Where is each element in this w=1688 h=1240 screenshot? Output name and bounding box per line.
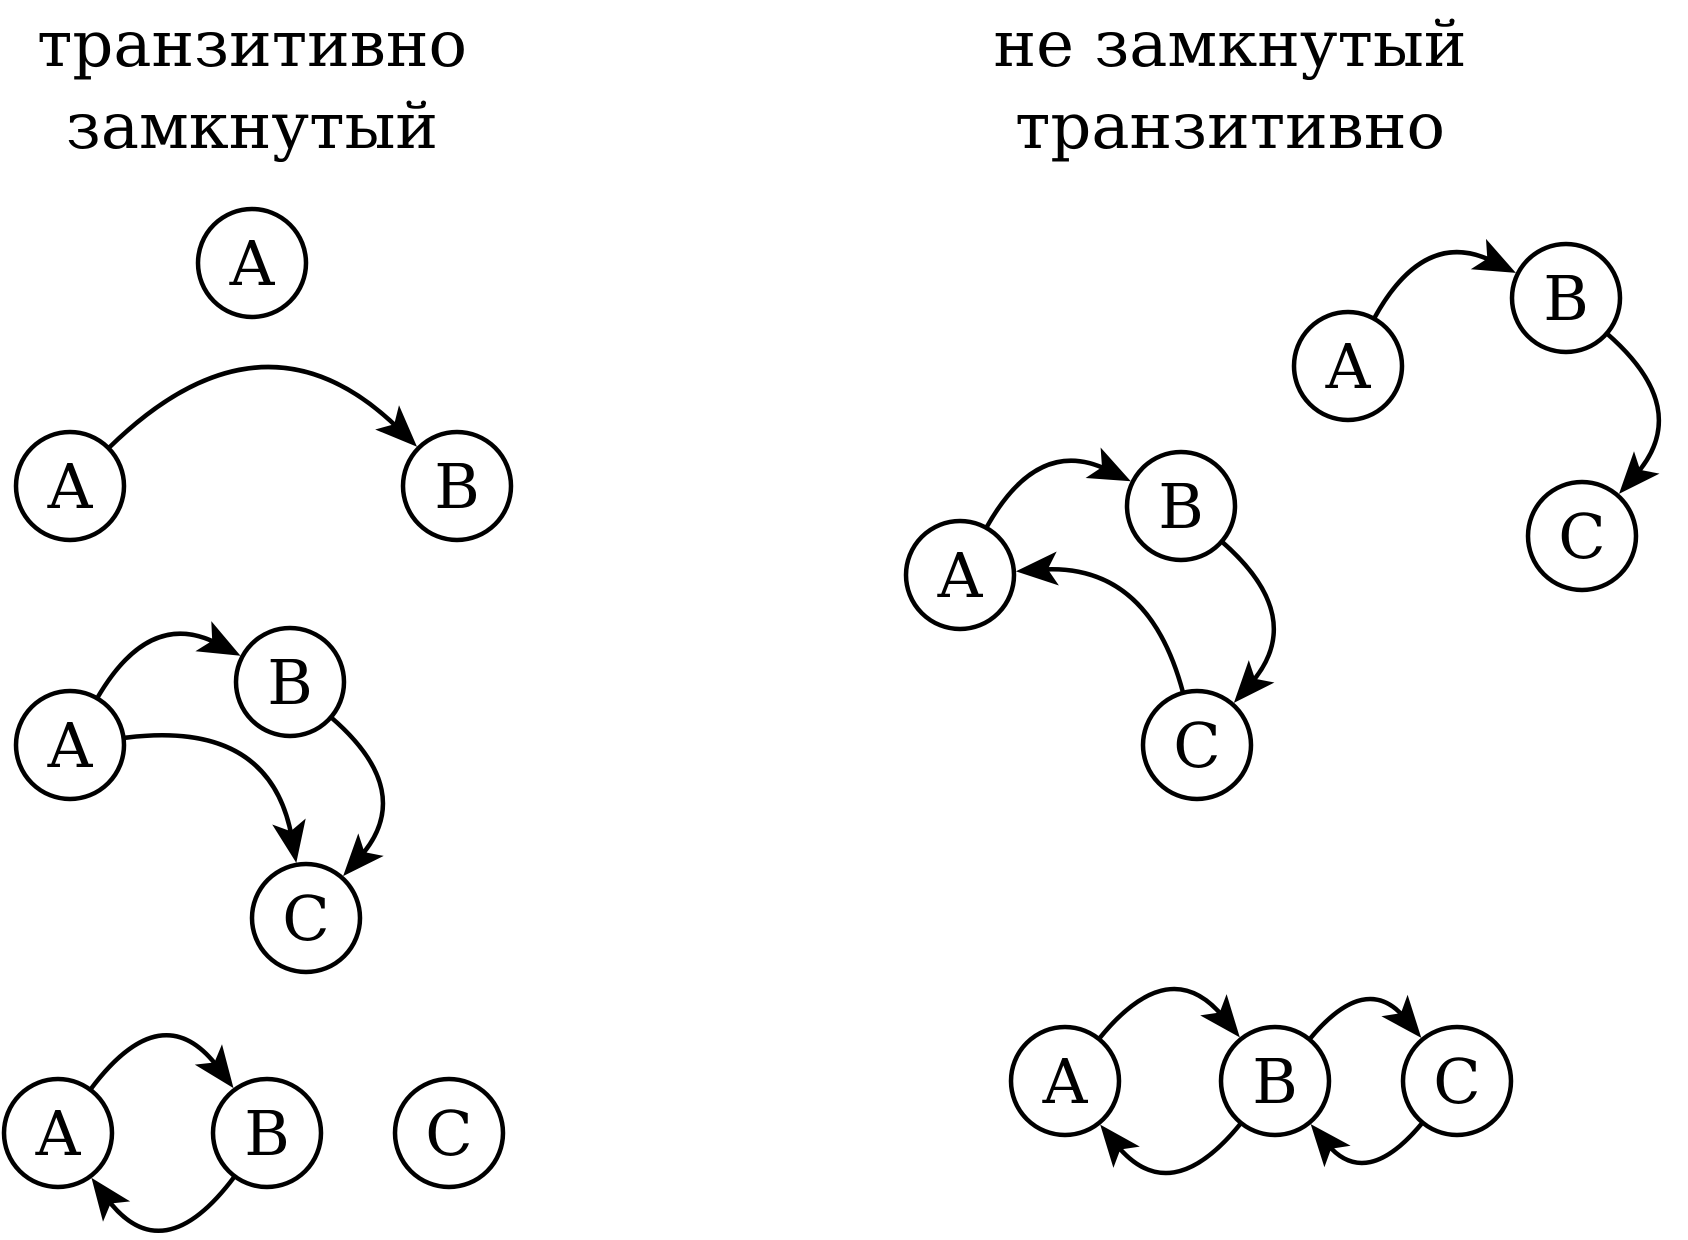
right-heading-line2: транзитивно [1015, 90, 1445, 164]
node-l4-B: B [210, 1076, 324, 1190]
edge-l3-B-to-C [329, 715, 386, 859]
arrowhead-r3-C-to-B [1310, 1124, 1351, 1168]
edge-l3-A-to-C [123, 733, 295, 839]
node-label-r1-B: B [1543, 262, 1589, 335]
edge-l4-B-to-A [104, 1174, 237, 1234]
arrowhead-r1-A-to-B [1470, 238, 1516, 273]
edge-r2-C-to-A [1040, 567, 1186, 694]
node-circle-r3-A [1008, 1024, 1122, 1138]
edge-r2-B-to-C [1220, 539, 1276, 686]
left-heading-line2: замкнутый [66, 90, 438, 164]
arrowhead-l2-A-to-B [375, 405, 417, 447]
graph-l4: A B C [1, 1032, 506, 1234]
node-circle-l2-A [13, 429, 127, 543]
node-circle-l3-A [13, 688, 127, 802]
node-label-r2-C: C [1173, 709, 1220, 782]
node-l2-A: A [13, 429, 127, 543]
node-label-r3-B: B [1252, 1045, 1298, 1118]
node-label-r1-A: A [1325, 330, 1372, 403]
edge-l2-A-to-B [106, 364, 401, 450]
node-r2-B: B [1124, 449, 1238, 563]
node-circle-r3-B [1218, 1024, 1332, 1138]
node-circle-l4-B [210, 1076, 324, 1190]
arrowhead-r3-A-to-B [1200, 994, 1240, 1038]
node-circle-l1-A [195, 206, 309, 320]
node-l2-B: B [400, 429, 514, 543]
node-label-r2-B: B [1158, 470, 1204, 543]
node-label-l4-C: C [425, 1097, 472, 1170]
arrowhead-r3-B-to-C [1381, 994, 1422, 1038]
node-circle-l2-B [400, 429, 514, 543]
node-r1-B: B [1509, 241, 1623, 355]
node-circle-r1-B [1509, 241, 1623, 355]
node-circle-l4-C [392, 1076, 506, 1190]
arrowhead-r2-A-to-B [1085, 447, 1131, 482]
node-circle-l3-B [233, 625, 347, 739]
node-circle-l4-A [1, 1076, 115, 1190]
node-r2-A: A [903, 518, 1017, 632]
node-label-l4-A: A [35, 1097, 82, 1170]
node-label-r3-A: A [1042, 1045, 1089, 1118]
node-label-l3-C: C [282, 882, 329, 955]
arrowhead-r1-B-to-C [1619, 451, 1660, 494]
node-circle-r2-B [1124, 449, 1238, 563]
node-l4-A: A [1, 1076, 115, 1190]
node-label-r3-C: C [1433, 1045, 1480, 1118]
arrowhead-l3-A-to-C [272, 818, 306, 863]
arrowhead-r2-C-to-A [1015, 551, 1059, 586]
node-l3-B: B [233, 625, 347, 739]
edge-r3-C-to-B [1325, 1121, 1425, 1166]
node-r3-B: B [1218, 1024, 1332, 1138]
edge-l3-A-to-B [95, 631, 220, 700]
node-l4-C: C [392, 1076, 506, 1190]
node-circle-r3-C [1400, 1024, 1514, 1138]
graph-r2: A B C [903, 447, 1276, 802]
node-r3-C: C [1400, 1024, 1514, 1138]
node-circle-l3-C [249, 861, 363, 975]
node-l3-C: C [249, 861, 363, 975]
node-circle-r1-C [1525, 479, 1639, 593]
node-label-l2-B: B [434, 450, 480, 523]
node-label-l1-A: A [229, 227, 276, 300]
edge-r1-A-to-B [1372, 250, 1495, 320]
edge-r2-A-to-B [984, 458, 1110, 529]
node-label-l3-A: A [47, 709, 94, 782]
right-heading-line1: не замкнутый [993, 8, 1466, 82]
node-label-l3-B: B [267, 646, 313, 719]
node-r3-A: A [1008, 1024, 1122, 1138]
node-circle-r2-A [903, 518, 1017, 632]
graph-l1: A [195, 206, 309, 320]
arrowhead-l3-A-to-B [195, 621, 241, 656]
node-r1-C: C [1525, 479, 1639, 593]
arrowhead-l3-B-to-C [343, 833, 384, 877]
node-circle-r1-A [1291, 309, 1405, 423]
node-circle-r2-C [1140, 688, 1254, 802]
graph-l3: A B C [13, 621, 386, 975]
node-l1-A: A [195, 206, 309, 320]
edge-r3-A-to-B [1097, 986, 1226, 1041]
node-r1-A: A [1291, 309, 1405, 423]
graph-r3: A B C [1008, 986, 1514, 1176]
node-r2-C: C [1140, 688, 1254, 802]
edge-r3-B-to-C [1307, 996, 1407, 1041]
edge-r3-B-to-A [1114, 1121, 1243, 1176]
edge-r1-B-to-C [1605, 331, 1662, 477]
edge-l4-A-to-B [88, 1032, 221, 1092]
node-label-r2-A: A [937, 539, 984, 612]
arrowhead-l4-B-to-A [91, 1177, 131, 1222]
left-heading-line1: транзитивно [37, 8, 467, 82]
graph-r1: A B C [1291, 238, 1662, 593]
node-label-l4-B: B [244, 1097, 290, 1170]
node-l3-A: A [13, 688, 127, 802]
arrowhead-r3-B-to-A [1100, 1124, 1140, 1168]
node-label-l2-A: A [47, 450, 94, 523]
node-label-r1-C: C [1558, 500, 1605, 573]
arrowhead-l4-A-to-B [194, 1044, 234, 1089]
arrowhead-r2-B-to-C [1233, 660, 1275, 703]
